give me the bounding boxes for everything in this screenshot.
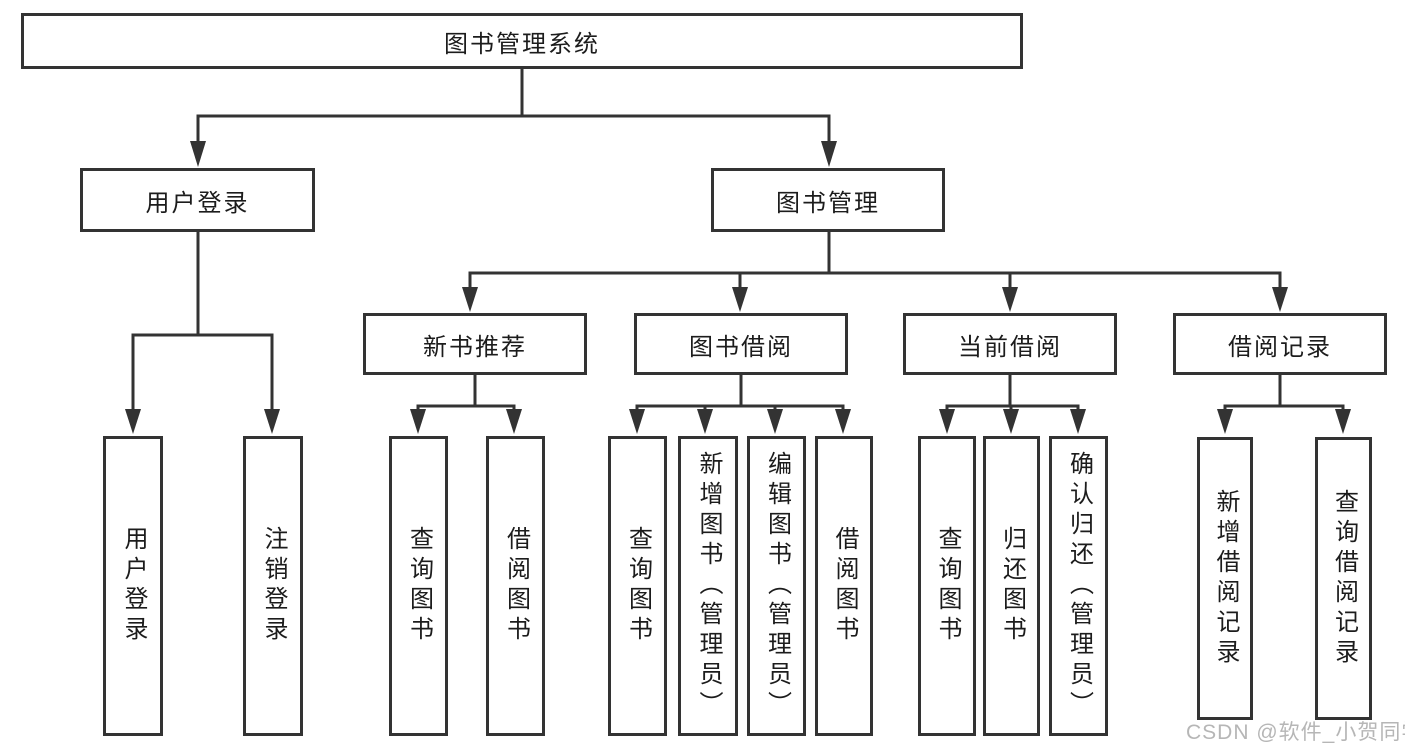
leaf-borrow-books-1: 借阅图书 bbox=[486, 436, 545, 736]
leaf-add-borrow-record: 新增借阅记录 bbox=[1197, 437, 1253, 720]
node-current-borrowing: 当前借阅 bbox=[903, 313, 1117, 375]
leaf-label: 查询借阅记录 bbox=[1330, 488, 1358, 669]
leaf-label: 查询图书 bbox=[405, 526, 433, 646]
leaf-label: 新增图书（管理员） bbox=[695, 451, 722, 721]
node-new-book-recommend: 新书推荐 bbox=[363, 313, 587, 375]
leaf-label: 新增借阅记录 bbox=[1212, 488, 1239, 669]
leaf-label: 借阅图书 bbox=[502, 526, 530, 646]
arrow-down-icon bbox=[732, 287, 748, 312]
leaf-user-login: 用户登录 bbox=[103, 436, 163, 736]
leaf-label: 查询图书 bbox=[934, 526, 961, 646]
leaf-label: 确认归还（管理员） bbox=[1065, 451, 1093, 721]
arrow-down-icon bbox=[1003, 409, 1019, 434]
arrow-down-icon bbox=[462, 287, 478, 312]
connector-edges bbox=[131, 67, 1345, 413]
node-user-login: 用户登录 bbox=[80, 168, 315, 232]
leaf-query-books-2: 查询图书 bbox=[608, 436, 667, 736]
arrow-down-icon bbox=[1272, 287, 1288, 312]
leaf-label: 编辑图书（管理员） bbox=[763, 451, 791, 721]
arrowheads bbox=[125, 141, 1351, 434]
node-label: 图书管理 bbox=[776, 189, 880, 217]
leaf-label: 借阅图书 bbox=[831, 526, 858, 646]
leaf-return-books: 归还图书 bbox=[983, 436, 1040, 736]
node-book-borrowing: 图书借阅 bbox=[634, 313, 848, 375]
arrow-down-icon bbox=[410, 409, 426, 434]
node-label: 新书推荐 bbox=[423, 333, 527, 361]
arrow-down-icon bbox=[821, 141, 837, 167]
arrow-down-icon bbox=[1002, 287, 1018, 312]
arrow-down-icon bbox=[190, 141, 206, 167]
arrow-down-icon bbox=[697, 409, 713, 434]
leaf-logout: 注销登录 bbox=[243, 436, 303, 736]
node-label: 图书管理系统 bbox=[444, 30, 600, 58]
node-library-system: 图书管理系统 bbox=[21, 13, 1023, 69]
node-label: 图书借阅 bbox=[689, 333, 793, 361]
leaf-borrow-books-2: 借阅图书 bbox=[815, 436, 873, 736]
leaf-confirm-return-admin: 确认归还（管理员） bbox=[1049, 436, 1108, 736]
arrow-down-icon bbox=[835, 409, 851, 434]
node-label: 用户登录 bbox=[145, 189, 250, 217]
leaf-label: 归还图书 bbox=[998, 526, 1026, 646]
arrow-down-icon bbox=[264, 409, 280, 434]
arrow-down-icon bbox=[1335, 409, 1351, 434]
node-label: 借阅记录 bbox=[1228, 333, 1332, 361]
arrow-down-icon bbox=[1217, 409, 1233, 434]
leaf-query-borrow-record: 查询借阅记录 bbox=[1315, 437, 1372, 720]
arrow-down-icon bbox=[939, 409, 955, 434]
arrow-down-icon bbox=[125, 409, 141, 434]
leaf-query-books-1: 查询图书 bbox=[389, 436, 448, 736]
node-label: 当前借阅 bbox=[958, 333, 1062, 361]
arrow-down-icon bbox=[506, 409, 522, 434]
leaf-label: 用户登录 bbox=[120, 526, 147, 646]
leaf-label: 查询图书 bbox=[624, 526, 652, 646]
arrow-down-icon bbox=[629, 409, 645, 434]
leaf-edit-book-admin: 编辑图书（管理员） bbox=[747, 436, 806, 736]
arrow-down-icon bbox=[1070, 409, 1086, 434]
leaf-query-books-3: 查询图书 bbox=[918, 436, 976, 736]
node-book-management: 图书管理 bbox=[711, 168, 945, 232]
leaf-add-book-admin: 新增图书（管理员） bbox=[678, 436, 738, 736]
node-borrowing-records: 借阅记录 bbox=[1173, 313, 1387, 375]
arrow-down-icon bbox=[767, 409, 783, 434]
leaf-label: 注销登录 bbox=[260, 526, 287, 646]
csdn-watermark: CSDN @软件_小贺同学 bbox=[1186, 721, 1405, 744]
